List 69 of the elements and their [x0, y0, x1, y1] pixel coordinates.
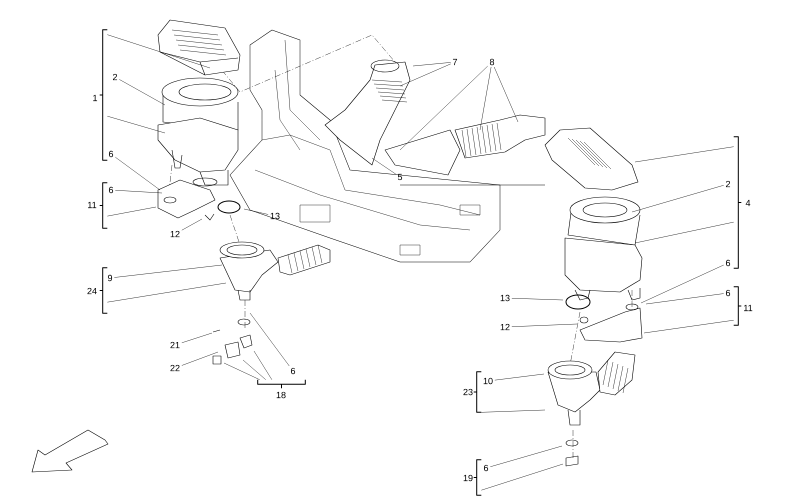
leader-line [632, 185, 724, 212]
leader-line [481, 464, 564, 490]
callout-number: 9 [108, 274, 112, 282]
leader-line [480, 66, 492, 130]
leader-line [182, 352, 218, 366]
leader-line [400, 64, 451, 86]
bracket [733, 286, 742, 326]
callout-number: 6 [108, 186, 114, 194]
callout-number: 7 [452, 58, 458, 66]
leader-line [182, 332, 212, 343]
leader-line [107, 206, 156, 216]
callout-number: 12 [500, 324, 510, 330]
leader-line [646, 293, 724, 304]
callout-number: 11 [744, 304, 752, 312]
leader-line [494, 66, 518, 122]
bracket [99, 29, 108, 161]
leader-line [490, 446, 562, 467]
callout-number: 24 [87, 288, 97, 294]
callout-number: 6 [726, 290, 730, 296]
leader-line [512, 324, 578, 327]
callout-number: 6 [108, 150, 114, 158]
callout-number: 12 [170, 230, 180, 238]
callout-number: 1 [93, 94, 98, 102]
callout-number: 8 [490, 58, 494, 66]
leader-line [512, 298, 564, 300]
callout-number: 2 [726, 180, 730, 188]
callout-number: 6 [290, 368, 296, 374]
leader-line [107, 34, 210, 68]
leader-line [242, 360, 266, 380]
callout-number: 19 [464, 474, 473, 482]
callout-number: 6 [726, 260, 730, 266]
leader-line [412, 62, 451, 66]
callout-number: 22 [170, 364, 180, 372]
bracket [473, 371, 482, 413]
bracket [473, 459, 482, 496]
callout-number: 2 [112, 74, 118, 80]
callout-number: 4 [746, 200, 750, 206]
leader-line [107, 282, 226, 302]
leader-line [250, 312, 290, 366]
leader-line [481, 410, 546, 412]
callout-number: 13 [500, 294, 510, 302]
leader-line [634, 146, 734, 162]
callout-number: 21 [170, 342, 180, 348]
leader-line [494, 374, 544, 380]
leader-line [254, 350, 272, 380]
bracket [99, 267, 108, 314]
leader-line [372, 158, 396, 174]
leader-line [115, 190, 162, 194]
leader-line [640, 264, 724, 304]
callout-number: 5 [398, 174, 402, 180]
leader-line [400, 66, 488, 150]
callout-number: 23 [463, 388, 473, 396]
callout-number: 10 [484, 378, 493, 384]
callout-number: 11 [88, 202, 96, 208]
callout-number: 13 [270, 212, 280, 220]
callout-number: 18 [276, 392, 286, 398]
leader-line [182, 218, 202, 230]
leader-line [644, 320, 734, 334]
leader-line [634, 222, 734, 244]
leader-line [244, 208, 268, 215]
leader-line [224, 362, 260, 380]
callout-number: 6 [484, 464, 488, 472]
bracket [257, 379, 306, 389]
leader-line [114, 264, 222, 278]
leader-line [107, 116, 166, 134]
leader-line [119, 79, 166, 106]
bracket [99, 182, 108, 229]
bracket [733, 136, 742, 269]
leader-line [115, 156, 160, 190]
